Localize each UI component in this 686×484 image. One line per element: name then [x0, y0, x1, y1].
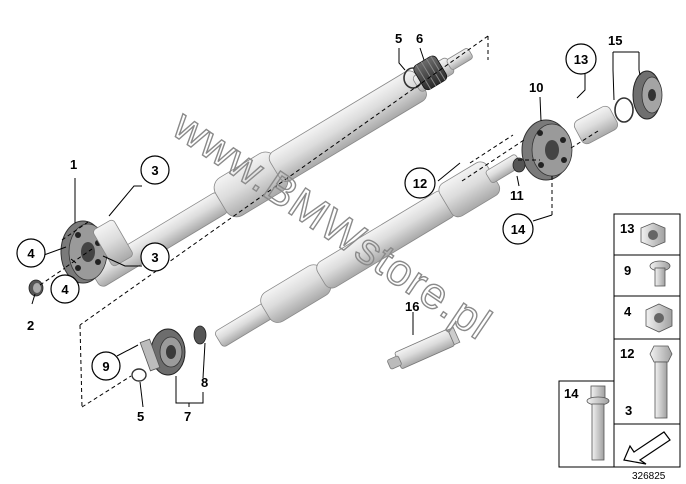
collar-nut-icon [640, 222, 666, 248]
torx-bolt-icon [586, 385, 610, 461]
direction-arrow-icon [623, 431, 671, 465]
callout-labels: 1 2 5 6 15 10 11 16 8 7 5 [27, 31, 622, 424]
callout-2: 2 [27, 318, 34, 333]
flex-disc-front [60, 219, 133, 284]
callout-9: 9 [102, 359, 109, 374]
legend-label-14: 14 [564, 386, 579, 401]
callout-15: 15 [608, 33, 622, 48]
flange-bolt-icon [649, 260, 671, 287]
callout-4-lower: 4 [61, 282, 69, 297]
callout-3-lower: 3 [151, 250, 158, 265]
callout-5-bottom: 5 [137, 409, 144, 424]
callout-11: 11 [510, 188, 524, 203]
callout-10: 10 [529, 80, 543, 95]
hex-nut-icon [645, 303, 673, 333]
grease-tube [387, 327, 461, 370]
reference-number: 326825 [632, 471, 666, 482]
callout-13: 13 [574, 52, 588, 67]
callout-5-top: 5 [395, 31, 402, 46]
legend-label-13: 13 [620, 221, 634, 236]
callout-1: 1 [70, 157, 77, 172]
callout-8: 8 [201, 375, 208, 390]
flex-disc-rear [512, 119, 573, 181]
fastener-legend: 13 9 4 12 3 14 [558, 213, 681, 468]
callout-7: 7 [184, 409, 191, 424]
legend-label-9: 9 [624, 263, 631, 278]
legend-label-4: 4 [624, 304, 632, 319]
hex-bolt-icon [649, 345, 673, 419]
callout-6: 6 [416, 31, 423, 46]
front-drive-shaft [90, 48, 473, 287]
rear-flange-yoke [573, 70, 663, 145]
callout-12: 12 [413, 176, 427, 191]
legend-label-12: 12 [620, 346, 634, 361]
rear-drive-shaft [215, 154, 522, 347]
assembly-lines [39, 35, 599, 408]
circled-callouts: 3 3 4 4 13 12 14 9 [16, 43, 597, 381]
callout-4-upper: 4 [27, 246, 35, 261]
rubber-boot [403, 55, 448, 91]
centering-bushing [28, 279, 44, 297]
legend-label-3: 3 [625, 403, 632, 418]
callout-16: 16 [405, 299, 419, 314]
legend-box-9 [613, 254, 681, 297]
leader-lines [31, 47, 641, 408]
callout-3-upper: 3 [151, 163, 158, 178]
callout-14: 14 [511, 222, 526, 237]
center-bearing [131, 325, 207, 382]
